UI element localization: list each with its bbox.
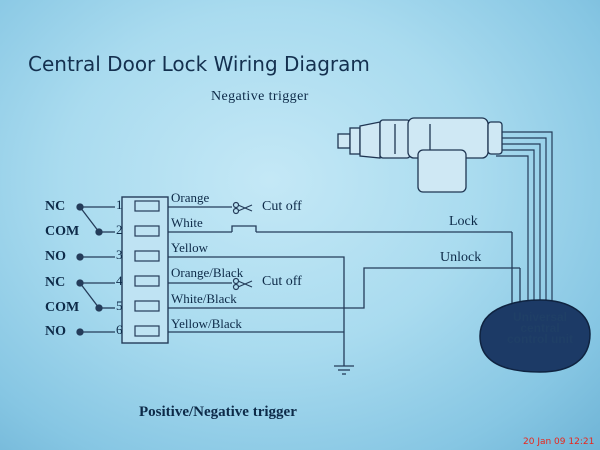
lock-label: Lock (449, 214, 478, 229)
footer-caption: Positive/Negative trigger (139, 404, 297, 420)
control-unit-label: Universal central control unit (507, 310, 573, 346)
connector-slots (134, 200, 160, 337)
terminal-label-nc-1: NC (45, 199, 66, 214)
photo-timestamp: 20 Jan 09 12:21 (523, 437, 595, 447)
pin-number-4: 4 (116, 273, 123, 288)
wire-label-yellow: Yellow (171, 240, 208, 255)
wire-label-white: White (171, 215, 203, 230)
scissors-icon (232, 201, 253, 215)
inline-fuse (231, 225, 257, 232)
relay-terminals (76, 203, 115, 336)
wire-yellow (168, 256, 345, 366)
pin-number-5: 5 (116, 298, 123, 313)
unlock-label: Unlock (440, 250, 482, 265)
terminal-label-nc-4: NC (45, 275, 66, 290)
wire-label-white-black: White/Black (171, 291, 237, 306)
ground-symbol (334, 365, 354, 375)
wire-white-black (168, 267, 520, 309)
scissors-icon (232, 277, 253, 291)
wire-lines (168, 206, 521, 366)
terminal-label-no-3: NO (45, 249, 66, 264)
pin-number-3: 3 (116, 247, 123, 262)
terminal-label-com-2: COM (45, 224, 80, 239)
pin-number-2: 2 (116, 222, 123, 237)
terminal-label-com-5: COM (45, 300, 80, 315)
wire-label-orange-black: Orange/Black (171, 265, 244, 280)
actuator-cables (496, 131, 553, 305)
door-lock-actuator (337, 117, 503, 193)
terminal-label-no-6: NO (45, 324, 66, 339)
wire-label-yellow-black: Yellow/Black (171, 316, 242, 331)
control-unit-body (479, 299, 591, 373)
cut-off-label-1: Cut off (262, 199, 302, 214)
pin-number-1: 1 (116, 197, 123, 212)
pin-number-6: 6 (116, 322, 123, 337)
cut-off-label-2: Cut off (262, 274, 302, 289)
diagram-title: Central Door Lock Wiring Diagram (28, 52, 370, 76)
diagram-subtitle: Negative trigger (211, 89, 309, 104)
wire-label-orange: Orange (171, 190, 210, 205)
connector-block (121, 196, 169, 344)
